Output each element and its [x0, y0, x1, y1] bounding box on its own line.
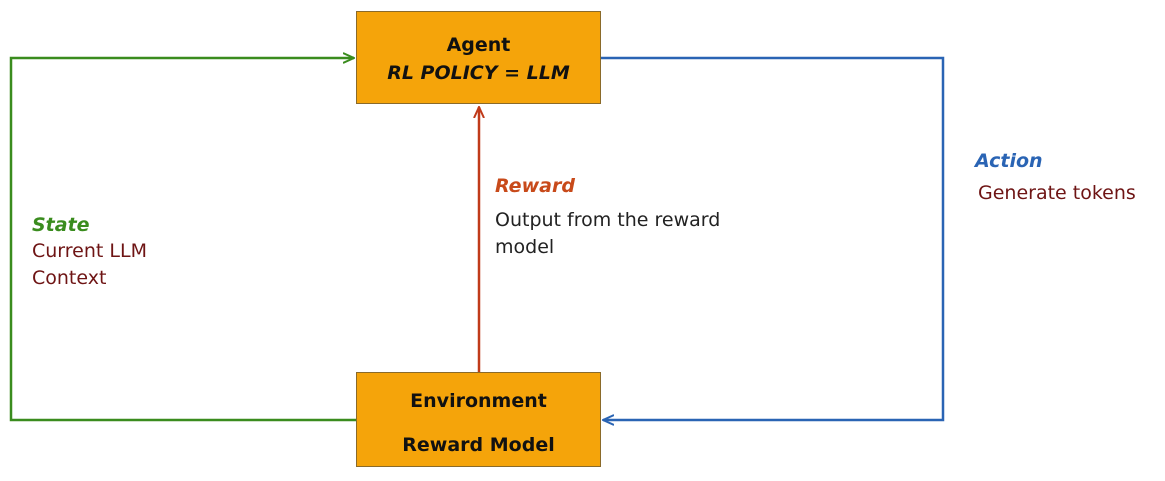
- action-arrow: [601, 56, 945, 420]
- reward-model-label: Reward Model: [402, 434, 555, 456]
- state-line-2: Context: [32, 267, 107, 289]
- action-heading: Action: [975, 150, 1043, 172]
- agent-policy-label: RL POLICY = LLM: [387, 62, 570, 84]
- reward-line-1: Output from the reward: [495, 209, 721, 231]
- state-description: Current LLM Context: [32, 238, 202, 292]
- action-line-1: Generate tokens: [978, 182, 1136, 204]
- reward-line-2: model: [495, 236, 555, 258]
- state-line-1: Current LLM: [32, 240, 147, 262]
- action-description: Generate tokens: [978, 180, 1165, 207]
- reward-description: Output from the reward model: [495, 207, 760, 261]
- reward-heading: Reward: [495, 175, 575, 197]
- environment-box: Environment Reward Model: [356, 372, 601, 467]
- environment-title: Environment: [410, 390, 547, 412]
- state-arrow: [9, 58, 356, 422]
- agent-title: Agent: [446, 34, 511, 56]
- state-heading: State: [32, 214, 90, 236]
- agent-box: Agent RL POLICY = LLM: [356, 11, 601, 104]
